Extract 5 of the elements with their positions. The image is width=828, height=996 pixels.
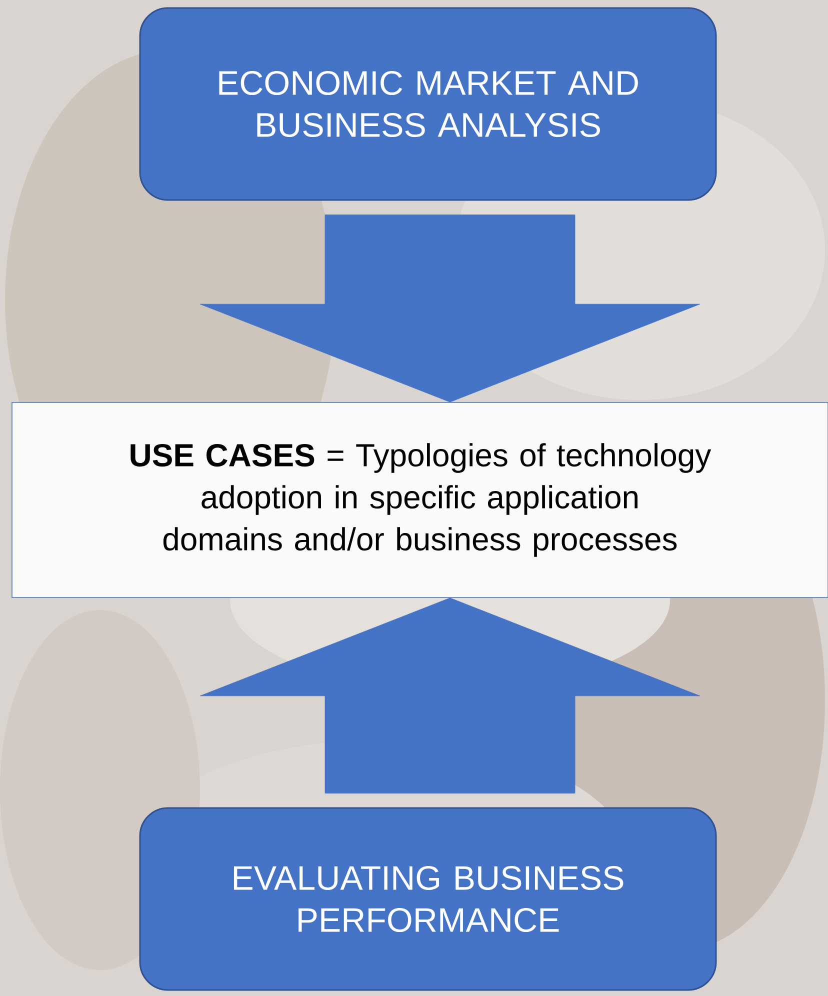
block-arrow [200, 598, 700, 794]
block-arrow [200, 214, 700, 402]
process-box: ECONOMIC MARKET AND BUSINESS ANALYSIS [139, 7, 717, 201]
definition-box: USE CASES = Typologies of technology adoption in specific application domains and/or business processes [12, 402, 828, 598]
process-box: EVALUATING BUSINESS PERFORMANCE [139, 807, 717, 991]
